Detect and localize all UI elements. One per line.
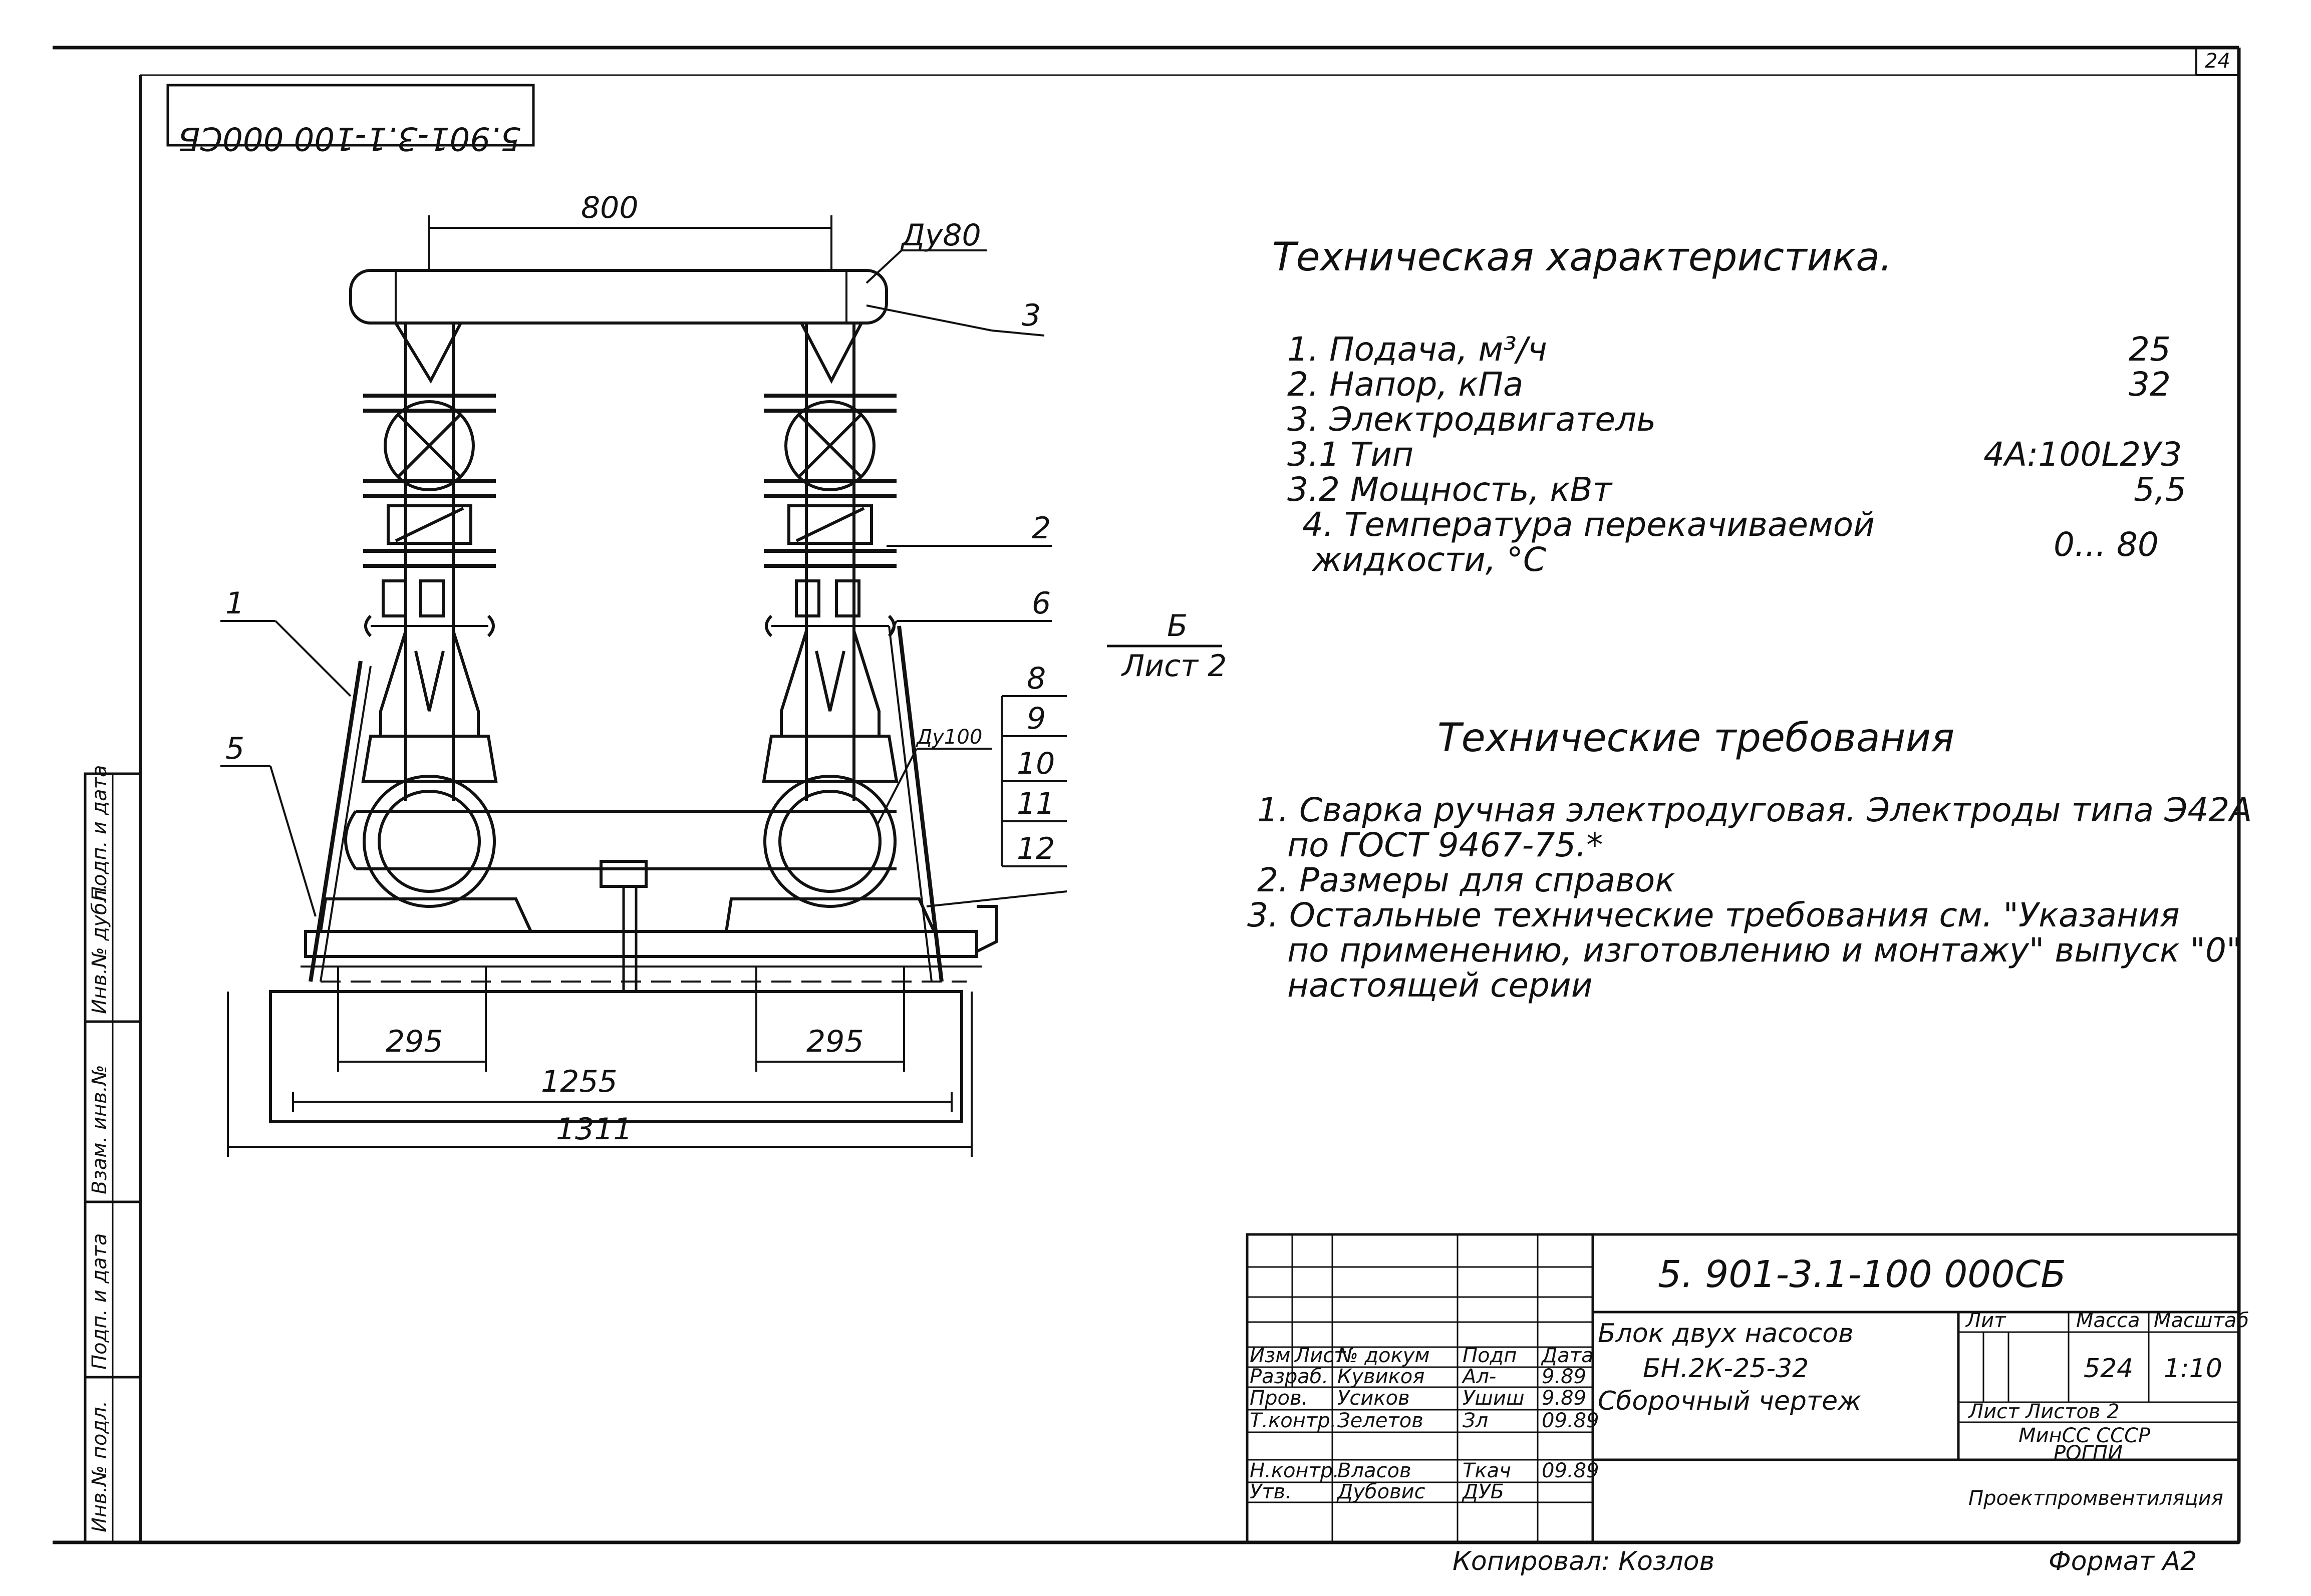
view-sheet: Лист 2 (1121, 649, 1227, 684)
callout-2: 2 (1032, 511, 1051, 546)
tb-role-2: Пров. (1250, 1387, 1308, 1410)
tech-char-31-value: 4А:100L2У3 (1983, 435, 2182, 474)
tb-header-lit: Лит (1965, 1309, 2006, 1332)
tech-req-title: Технические требования (1437, 716, 1954, 761)
tb-date-r4: 09.89 (1542, 1459, 1599, 1482)
callout-6: 6 (1032, 586, 1051, 621)
strip-label-4: Инв.№ дубл. (88, 883, 111, 1014)
tb-name-r1: Кувикоя (1337, 1365, 1424, 1388)
tb-org-2: РОГПИ (2054, 1442, 2123, 1465)
dn80-label: Ду80 (900, 218, 981, 253)
strip-label-1: Инв.№ подл. (88, 1401, 111, 1532)
tb-name-2: БН.2К-25-32 (1643, 1354, 1809, 1384)
dim-800: 800 (581, 190, 639, 225)
tech-char-32-value: 5,5 (2134, 470, 2186, 509)
view-letter: Б (1167, 608, 1188, 644)
tech-char-3: 3. Электродвигатель (1287, 400, 1656, 439)
tb-ch-sign: Подп (1463, 1344, 1517, 1367)
callout-1: 1 (225, 586, 244, 621)
strip-label-2: Подп. и дата (88, 1233, 111, 1370)
callout-9: 9 (1027, 701, 1046, 736)
callout-12: 12 (1017, 831, 1055, 866)
tb-name-1: Блок двух насосов (1598, 1319, 1854, 1349)
tech-char-2-value: 32 (2129, 365, 2171, 404)
dim-mid: 1255 (541, 1064, 618, 1099)
tech-char-4: 4. Температура перекачиваемой (1302, 505, 1875, 544)
tb-format: Формат А2 (2049, 1546, 2197, 1576)
dim-left-base: 295 (386, 1024, 443, 1059)
tb-header-mass: Масса (2076, 1309, 2140, 1332)
tech-characteristics: Техническая характеристика. 1. Подача, м… (1272, 235, 2186, 579)
tb-name-r3: Зелетов (1337, 1409, 1423, 1432)
tech-char-2: 2. Напор, кПа (1287, 365, 1523, 404)
sheet-number: 24 (2205, 50, 2230, 73)
tb-header-scale: Масштаб (2154, 1309, 2249, 1332)
tech-char-title: Техническая характеристика. (1272, 235, 1892, 280)
tb-ch-izm: Изм (1250, 1344, 1290, 1367)
tech-char-4b: жидкости, °С (1311, 540, 1546, 579)
tb-code: 5. 901-3.1-100 000СБ (1658, 1253, 2066, 1296)
dn100-label: Ду100 (916, 726, 982, 749)
tb-ch-list: Лист (1294, 1344, 1346, 1367)
tb-sign-r5: ДУБ (1462, 1480, 1504, 1503)
callout-5: 5 (225, 731, 244, 766)
tech-req-3b: по применению, изготовлению и монтажу" в… (1287, 931, 2241, 970)
tb-sign-r2: Ушиш (1463, 1387, 1525, 1410)
tech-requirements: Технические требования 1. Сварка ручная … (1247, 716, 2252, 1005)
left-strip (84, 772, 142, 1544)
tech-req-1: 1. Сварка ручная электродуговая. Электро… (1257, 791, 2252, 829)
tb-date-r2: 9.89 (1542, 1387, 1586, 1410)
sheet-frame (53, 46, 2241, 1544)
tech-req-2: 2. Размеры для справок (1257, 861, 1675, 899)
tb-sign-r3: Зл (1463, 1409, 1488, 1432)
tb-role-1: Разраб. (1250, 1365, 1328, 1388)
tb-name-3: Сборочный чертеж (1598, 1386, 1861, 1416)
strip-label-3: Взам. инв.№ (88, 1065, 111, 1194)
tb-ch-date: Дата (1541, 1344, 1594, 1367)
tb-mass: 524 (2084, 1354, 2133, 1384)
stamp-code-box: 5.901-3.1-100 000СБ (166, 84, 535, 157)
tech-char-1-value: 25 (2129, 330, 2171, 369)
tb-org-3: Проектпромвентиляция (1968, 1487, 2223, 1510)
tech-req-1b: по ГОСТ 9467-75.* (1287, 826, 1603, 864)
callouts (220, 304, 1067, 917)
tb-org-1: МинСС СССР (2018, 1424, 2151, 1447)
tb-ch-doc: № докум (1336, 1344, 1429, 1367)
tb-role-4: Н.контр. (1250, 1459, 1339, 1482)
title-block (1246, 1233, 2240, 1544)
tech-char-4-value: 0... 80 (2054, 525, 2159, 564)
callout-10: 10 (1017, 746, 1055, 781)
dim-overall: 1311 (556, 1112, 633, 1147)
tb-copied: Копировал: Козлов (1453, 1546, 1714, 1576)
tech-req-3c: настоящей серии (1287, 966, 1593, 1005)
tech-char-32: 3.2 Мощность, кВт (1287, 470, 1613, 509)
tech-char-1: 1. Подача, м³/ч (1287, 330, 1547, 369)
tb-sheet-info: Лист Листов 2 (1967, 1400, 2120, 1423)
tb-date-r1: 9.89 (1542, 1365, 1586, 1388)
tech-char-31: 3.1 Тип (1287, 435, 1413, 474)
dim-right-base: 295 (806, 1024, 864, 1059)
tb-date-r3: 09.89 (1542, 1409, 1599, 1432)
dimension-lines (227, 215, 973, 1157)
tb-scale: 1:10 (2164, 1354, 2222, 1384)
callout-11: 11 (1017, 786, 1055, 821)
tb-role-5: Утв. (1250, 1480, 1292, 1503)
pump-assembly-drawing (269, 269, 998, 1123)
callout-8: 8 (1027, 661, 1046, 696)
tb-role-3: Т.контр. (1250, 1409, 1336, 1432)
tb-sign-r4: Ткач (1463, 1459, 1511, 1482)
tb-name-r2: Усиков (1337, 1387, 1410, 1410)
tb-name-r4: Власов (1337, 1459, 1411, 1482)
tech-req-3: 3. Остальные технические требования см. … (1247, 896, 2180, 934)
stamp-code: 5.901-3.1-100 000СБ (178, 120, 521, 157)
tb-name-r5: Дубовис (1336, 1480, 1425, 1503)
tb-sign-r1: Ал- (1461, 1365, 1496, 1388)
strip-label-5: Подп. и дата (88, 765, 111, 901)
callout-3: 3 (1022, 298, 1041, 333)
